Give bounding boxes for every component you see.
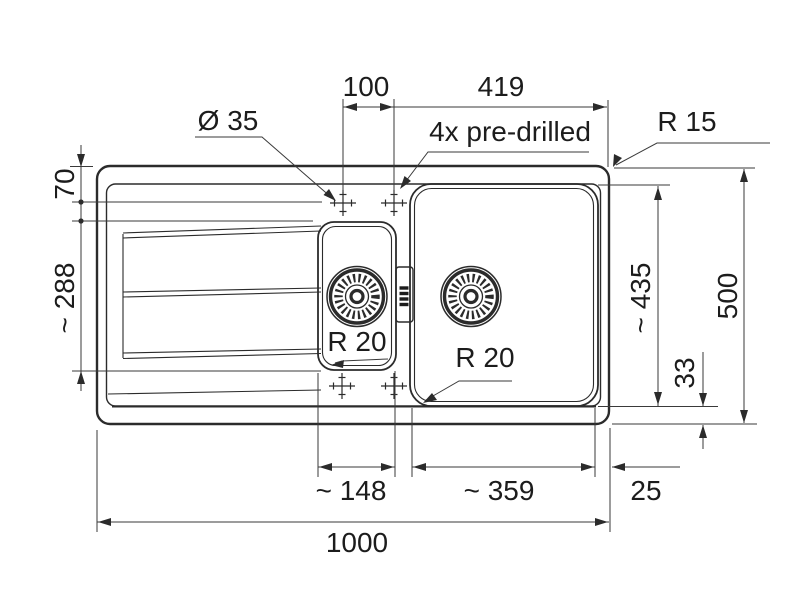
dim-arrow — [581, 463, 594, 471]
leader-arrow — [423, 393, 437, 403]
leader-arrow — [323, 189, 336, 201]
dim-arrow — [380, 103, 393, 111]
predrill-cross-icon — [380, 372, 408, 400]
dim-arrow — [740, 410, 748, 423]
overflow-grate-icon — [399, 286, 409, 307]
predrill-cross-icon — [329, 189, 357, 217]
label-predrilled-note: 4x pre-drilled — [429, 116, 591, 147]
dim-label-holes-to-edge: 419 — [478, 71, 525, 102]
dim-arrow — [413, 463, 426, 471]
drainboard — [107, 225, 322, 395]
main-bowl-strainer-icon — [441, 267, 501, 327]
leader-lines — [195, 136, 770, 401]
dim-arrow — [595, 518, 608, 526]
label-corner-radius-r15: R 15 — [657, 106, 716, 137]
leader-arrow — [613, 154, 622, 167]
label-main-bowl-radius: R 20 — [455, 342, 514, 373]
dim-arrow — [98, 518, 111, 526]
dim-node-dot — [78, 218, 84, 224]
dim-label-overall-depth: 500 — [712, 273, 743, 320]
dim-arrow — [699, 425, 707, 438]
dim-label-small-bowl-width: ~ 148 — [316, 475, 387, 506]
dim-label-inner-depth: ~ 435 — [625, 263, 656, 334]
leader-arrow — [400, 176, 411, 189]
dim-arrow — [699, 393, 707, 406]
dim-arrow — [319, 463, 332, 471]
dim-arrow — [654, 392, 662, 405]
dim-arrow — [77, 154, 85, 167]
dim-arrow — [612, 463, 625, 471]
dim-node-dot — [78, 199, 84, 205]
predrill-cross-icon — [328, 372, 356, 400]
dim-arrow — [654, 187, 662, 200]
small-bowl-strainer-icon — [327, 267, 387, 327]
label-hole-diameter: Ø 35 — [198, 105, 259, 136]
dim-left-lines — [70, 145, 322, 391]
dim-label-side-rim: 25 — [630, 475, 661, 506]
dim-label-overall-width: 1000 — [326, 527, 388, 558]
dim-bottom-lines — [96, 371, 680, 532]
dim-label-rim-to-holes: 70 — [49, 168, 80, 199]
sink-outline — [95, 164, 611, 426]
dim-arrow — [381, 463, 394, 471]
dim-arrow — [77, 371, 85, 384]
dim-label-main-bowl-width: ~ 359 — [464, 475, 535, 506]
dim-top-lines — [342, 99, 609, 196]
dim-label-bottom-rim: 33 — [669, 357, 700, 388]
dim-arrow — [740, 169, 748, 182]
dim-label-drainboard-depth: ~ 288 — [49, 263, 80, 334]
leader-arrow — [331, 360, 344, 368]
dim-arrow — [344, 103, 357, 111]
dim-label-hole-spacing: 100 — [343, 71, 390, 102]
overflow-bridge — [395, 266, 414, 323]
main-bowl — [409, 183, 599, 407]
dim-arrow — [593, 103, 606, 111]
label-small-bowl-radius: R 20 — [327, 326, 386, 357]
